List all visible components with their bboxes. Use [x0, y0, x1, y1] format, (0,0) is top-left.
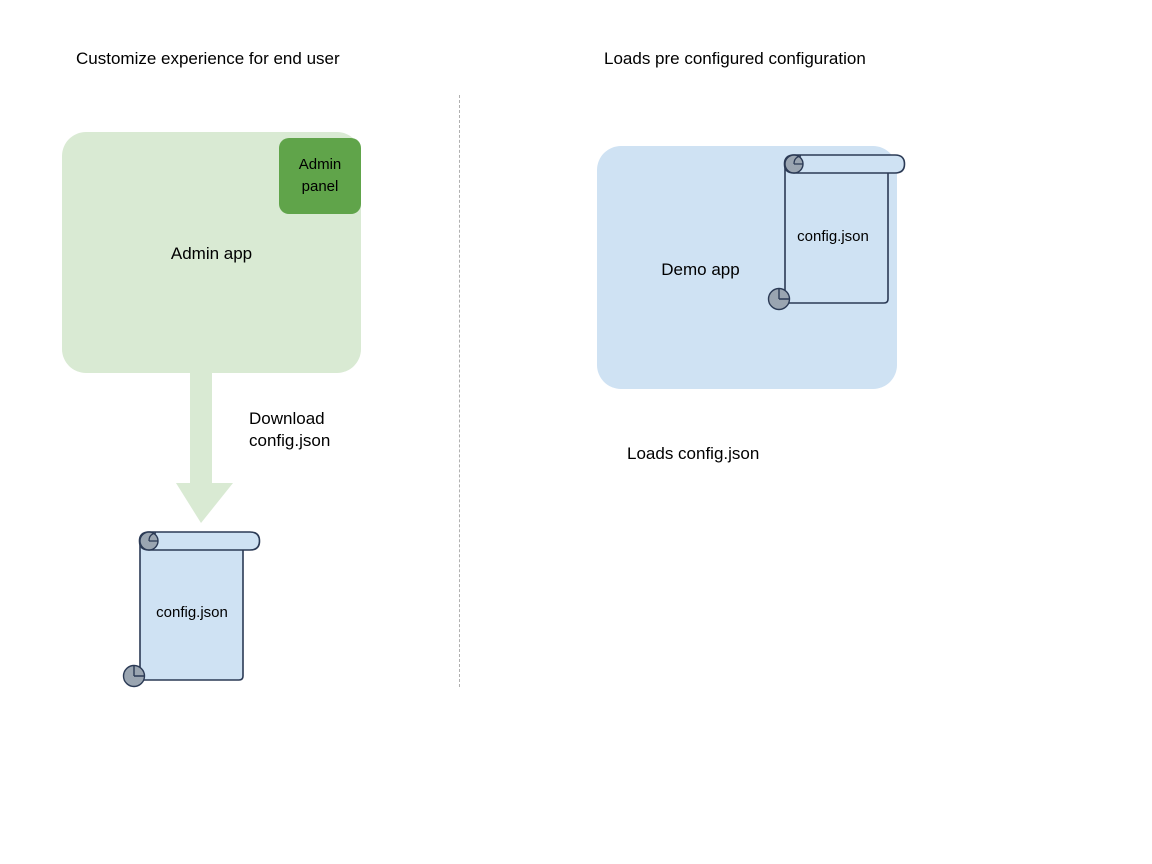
- demo-app-label: Demo app: [661, 260, 740, 279]
- section-divider: [459, 95, 460, 687]
- config-file-document-icon-right[interactable]: [763, 151, 913, 311]
- download-arrow-label-line2: config.json: [249, 431, 331, 450]
- admin-panel-label-line2: panel: [301, 178, 339, 195]
- admin-panel-box[interactable]: Admin panel: [279, 138, 361, 214]
- config-file-label-left: config.json: [156, 604, 228, 621]
- download-arrow-label-line1: Download: [249, 409, 325, 428]
- admin-panel-label: Admin panel: [299, 154, 342, 198]
- heading-left: Customize experience for end user: [76, 49, 340, 68]
- download-arrow-icon: [176, 371, 233, 523]
- heading-right: Loads pre configured configuration: [604, 49, 866, 68]
- config-file-label-right: config.json: [797, 228, 869, 245]
- config-file-document-icon-left[interactable]: [118, 528, 268, 688]
- download-arrow-label: Download config.json: [249, 408, 330, 452]
- admin-app-label: Admin app: [170, 244, 253, 263]
- loads-config-caption: Loads config.json: [627, 444, 760, 463]
- admin-panel-label-line1: Admin: [298, 156, 342, 173]
